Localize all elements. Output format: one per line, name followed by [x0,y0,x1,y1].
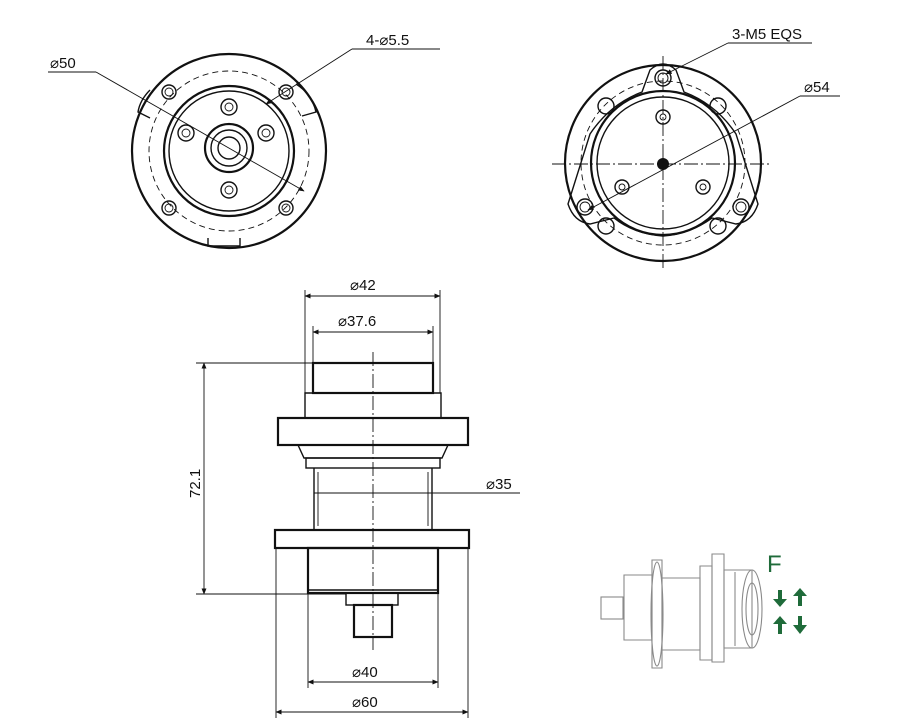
side-bottom-body-label: ⌀40 [352,664,378,681]
side-bottom-flange-label: ⌀60 [352,694,378,711]
side-top-outer-label: ⌀42 [350,277,376,294]
side-height-label: 72.1 [187,469,204,498]
front-view: ⌀50 4-⌀5.5 [48,32,440,250]
isometric-view [600,553,763,669]
force-label: F [767,551,782,578]
arrow-down-icon [793,616,807,634]
front-mounting-holes [161,84,294,216]
arrow-down-icon [773,590,787,607]
rear-pcd-label: ⌀54 [804,79,830,96]
front-outer-diameter-label: ⌀50 [50,55,76,72]
side-waist-label: ⌀35 [486,476,512,493]
arrow-up-icon [773,616,787,634]
force-legend: F [767,551,807,634]
front-holes-label: 4-⌀5.5 [366,32,409,49]
rear-thread-label: 3-M5 EQS [732,26,802,43]
arrow-up-icon [793,588,807,606]
side-view: ⌀42 ⌀37.6 72.1 ⌀35 ⌀40 ⌀60 [187,277,520,718]
side-top-inner-label: ⌀37.6 [338,313,376,330]
rear-view: 3-M5 EQS ⌀54 [552,26,840,268]
